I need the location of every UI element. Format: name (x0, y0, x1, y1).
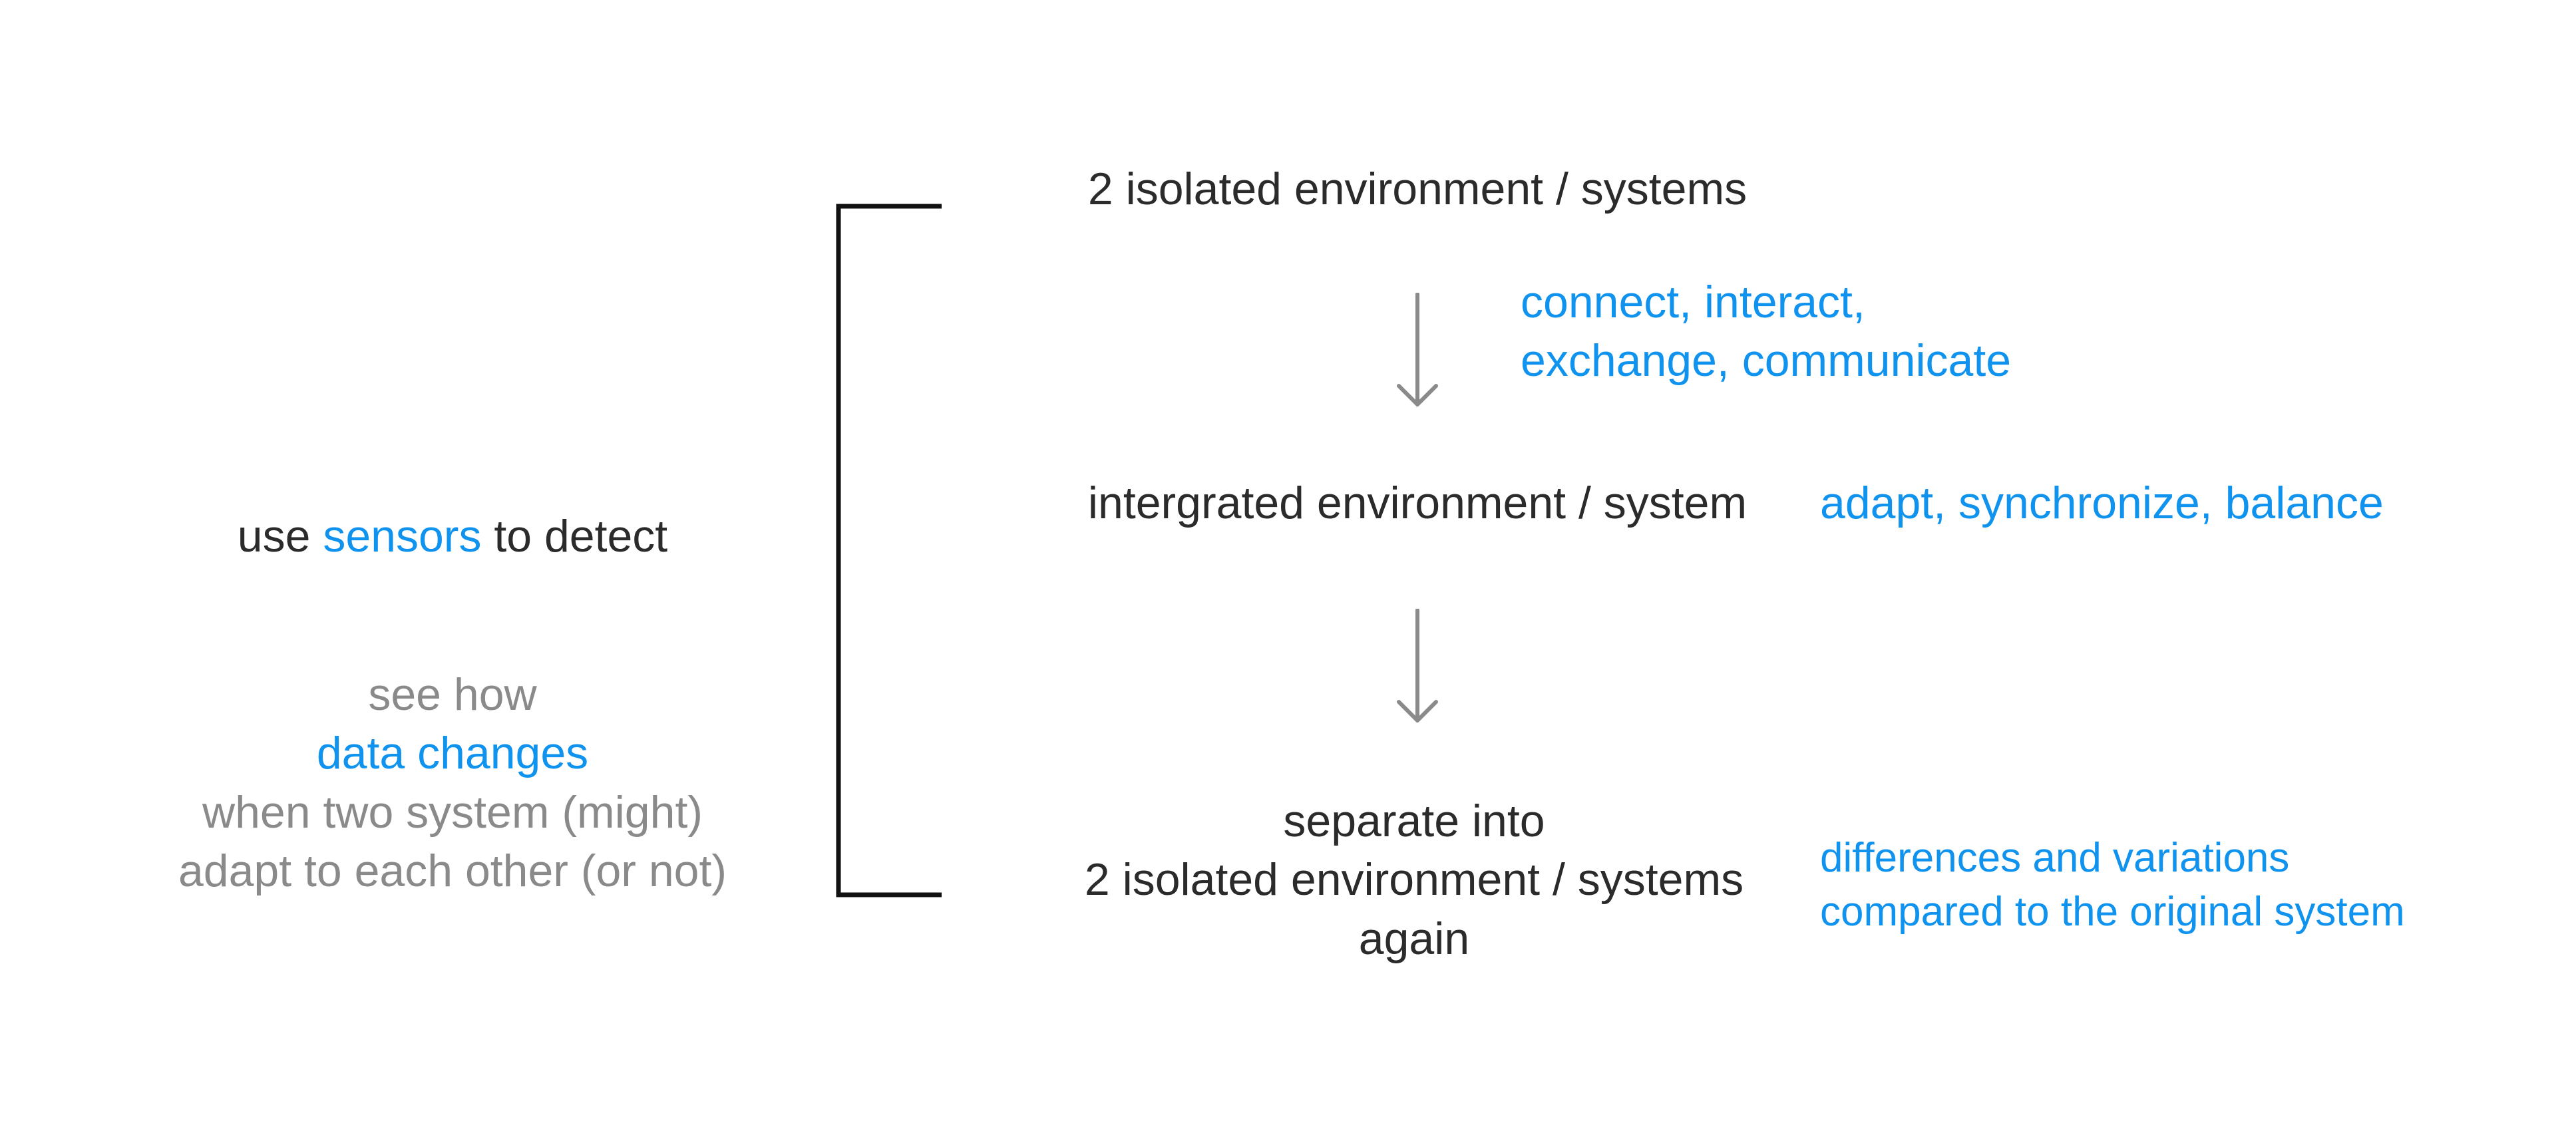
edge-label-line: differences and variations (1820, 835, 2290, 881)
node-label-line: 2 isolated environment / systems (1084, 854, 1744, 905)
sensor-highlight: sensors (323, 511, 482, 562)
node-label: 2 isolated environment / systems (1087, 164, 1748, 214)
observation-caption: see how data changes when two system (mi… (120, 665, 785, 901)
observation-line: when two system (might) (202, 786, 703, 838)
edge-label-line: compared to the original system (1820, 888, 2405, 935)
node-separated-systems: separate into 2 isolated environment / s… (998, 792, 1830, 968)
observation-highlight: data changes (316, 728, 589, 779)
edge-label-line: connect, interact, (1521, 277, 1865, 327)
observation-line: adapt to each other (or not) (178, 846, 727, 897)
bracket-line (836, 204, 942, 897)
node-isolated-systems: 2 isolated environment / systems (1012, 160, 1823, 218)
edge-label-connect: connect, interact, exchange, communicate (1521, 273, 2011, 391)
edge-label-line: adapt, synchronize, balance (1820, 478, 2384, 528)
observation-line: see how (368, 669, 537, 720)
node-label-line: separate into (1283, 796, 1545, 846)
sensor-suffix: to detect (494, 511, 668, 562)
node-label: intergrated environment / system (1087, 478, 1748, 528)
sensor-prefix: use (237, 511, 311, 562)
down-arrow-icon (1397, 609, 1438, 723)
edge-label-adapt: adapt, synchronize, balance (1820, 474, 2384, 532)
node-label-line: again (1358, 913, 1470, 964)
sensor-caption: use sensors to detect (120, 507, 785, 566)
down-arrow-icon (1397, 293, 1438, 406)
edge-label-line: exchange, communicate (1521, 335, 2012, 387)
edge-label-differences: differences and variations compared to t… (1820, 832, 2405, 939)
node-integrated-system: intergrated environment / system (1012, 474, 1823, 532)
